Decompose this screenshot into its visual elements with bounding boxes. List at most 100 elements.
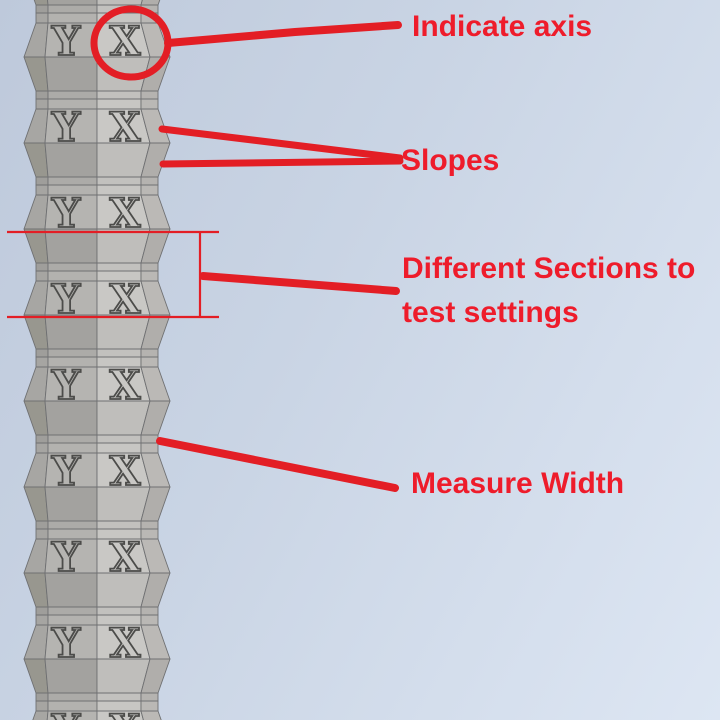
tower-face [33,0,49,6]
axis-letter-y: Y [51,104,81,151]
axis-letter-x: X [109,190,140,237]
axis-letter-y: Y [51,18,81,65]
tower-face [140,270,159,282]
tower-face [140,356,159,368]
axis-letter-x: X [109,448,140,495]
tower-face [140,710,162,720]
calibration-tower: YXYXYXYXYXYXYXYXYX [23,0,171,720]
tower-face [140,692,159,702]
tower-face [35,434,49,444]
tower-face [46,710,98,720]
tower-face [23,658,49,694]
tower-face [23,228,49,264]
tower-face [35,442,49,454]
tower-face [96,606,142,616]
axis-letter-x: X [109,18,140,65]
slopes-pointer-upper [158,125,404,162]
indicate-axis-pointer [164,21,402,47]
tower-face [23,280,49,316]
tower-face [47,176,98,186]
tower-face [140,262,159,272]
tower-face [96,348,142,358]
tower-face [96,176,142,186]
axis-letter-y: Y [51,362,81,409]
tower-face [47,606,98,616]
axis-letter-x: X [109,706,140,720]
axis-letter-y: Y [51,706,81,720]
tower-face [140,614,159,626]
tower-face [23,572,49,608]
tower-face [35,4,49,14]
tower-face [35,348,49,358]
axis-letter-y: Y [51,190,81,237]
sections-label-line2: test settings [402,296,579,329]
tower-face [35,528,49,540]
tower-face [35,700,49,712]
tower-face [35,692,49,702]
tower-face [140,528,159,540]
tower-face [23,314,49,350]
tower-face [96,710,144,720]
tower-face [35,270,49,282]
tower-face [23,400,49,436]
tower-face [23,366,49,402]
tower-face [35,356,49,368]
tower-face [140,520,159,530]
tower-face [140,348,159,358]
tower-face [35,176,49,186]
tower-face [140,606,159,616]
tower-face [23,108,49,144]
tower-face [140,176,159,186]
tower-face [23,452,49,488]
axis-letter-x: X [109,620,140,667]
tower-face [140,184,159,196]
axis-letter-x: X [109,104,140,151]
tower-face [23,56,49,92]
tower-face [23,538,49,574]
tower-face [35,520,49,530]
tower-face [140,434,159,444]
tower-face [96,262,142,272]
tower-face [23,142,49,178]
tower-face [47,434,98,444]
tower-face [140,98,159,110]
tower-face [140,442,159,454]
axis-letter-x: X [109,276,140,323]
indicate-axis-label: Indicate axis [412,10,593,43]
axis-letter-y: Y [51,620,81,667]
tower-face [35,12,49,24]
axis-letter-x: X [109,362,140,409]
tower-face [23,22,49,58]
tower-face [47,0,98,6]
measure-width-pointer [156,437,399,492]
tower-face [140,0,161,6]
axis-letter-y: Y [51,276,81,323]
sections-pointer [199,272,400,295]
tower-face [96,434,142,444]
tower-face [47,4,98,14]
tower-face [96,692,142,702]
tower-face [35,614,49,626]
tower-face [35,184,49,196]
tower-face [96,90,142,100]
tower-face [35,606,49,616]
tower-face [47,520,98,530]
slopes-pointer-lower [159,157,404,168]
tower-face [35,262,49,272]
sections-label-line1: Different Sections to [402,252,696,285]
tower-face [47,692,98,702]
axis-letter-y: Y [51,534,81,581]
tower-face [32,710,49,720]
axis-letter-x: X [109,534,140,581]
tower-face [47,348,98,358]
tower-face [35,98,49,110]
slopes-label: Slopes [401,144,500,177]
annotation-overlay [7,5,404,492]
tower-face [47,262,98,272]
tower-face [23,624,49,660]
axis-letter-y: Y [51,448,81,495]
tower-face [47,90,98,100]
tower-face [23,194,49,230]
